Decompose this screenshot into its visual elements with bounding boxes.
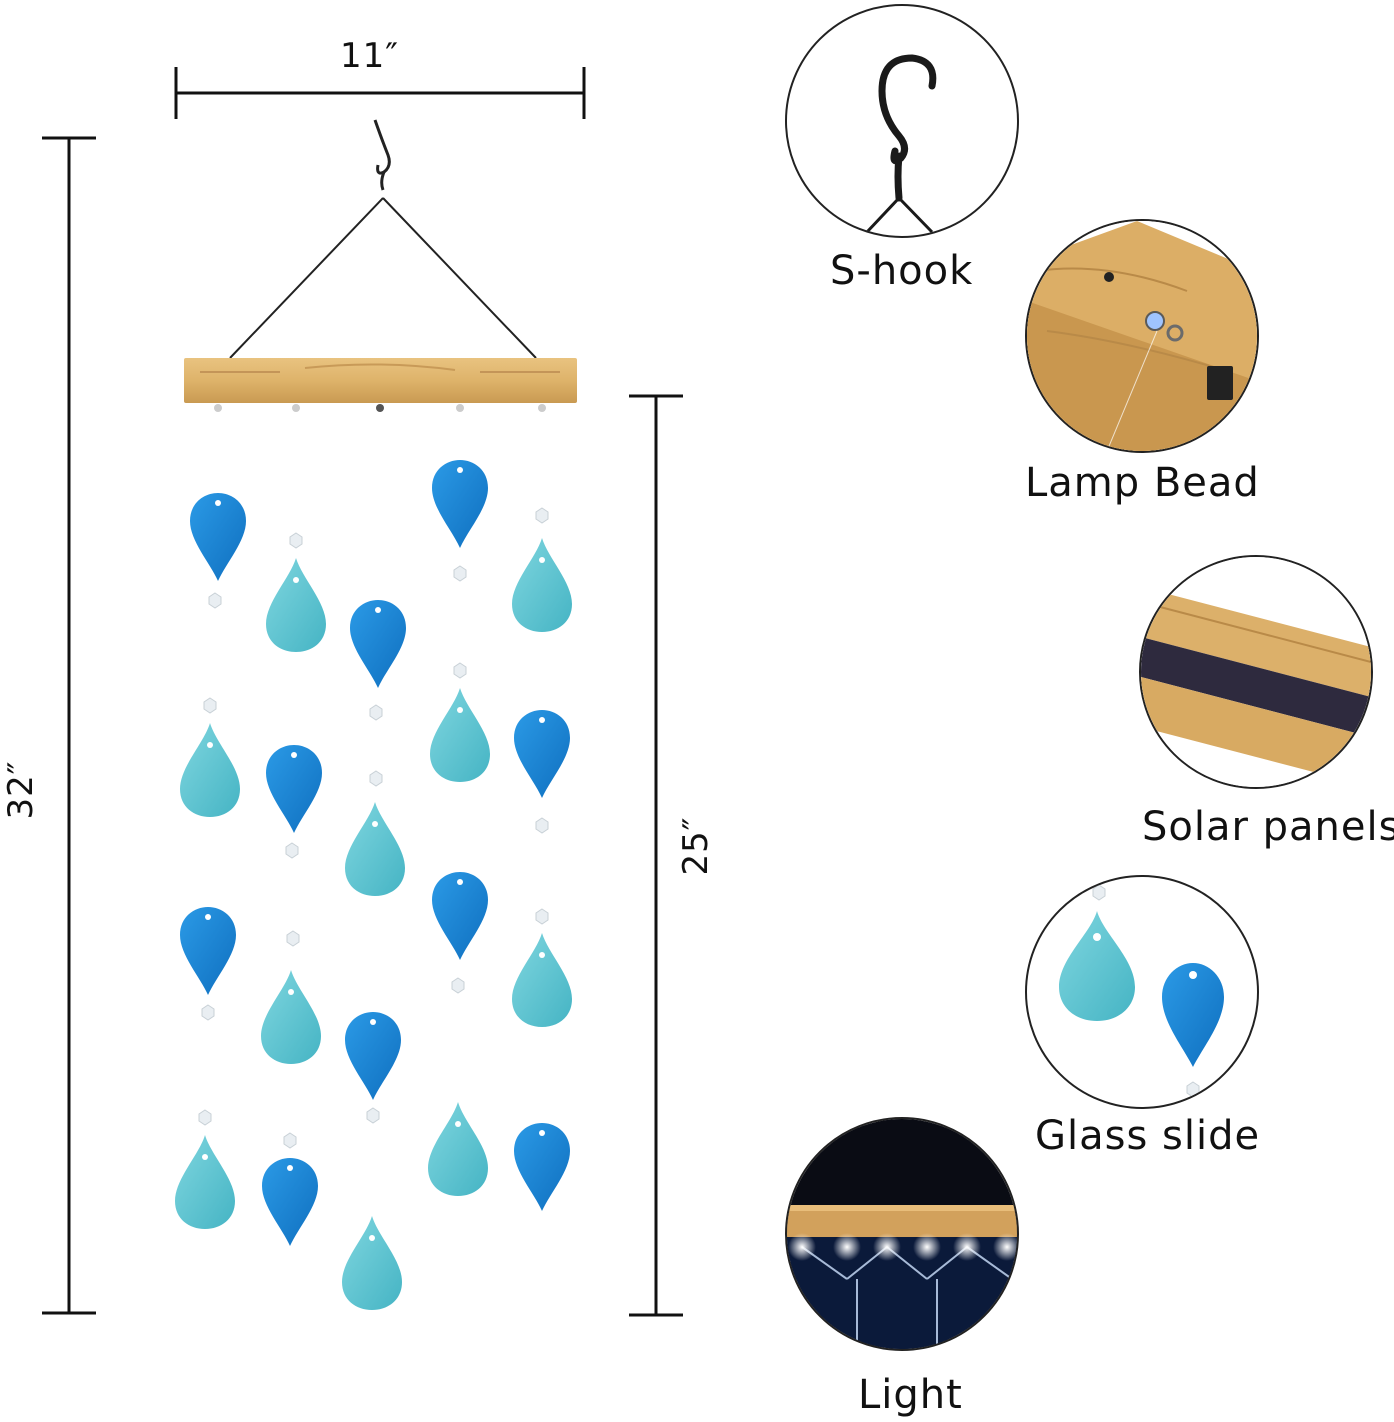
solar-panels-label: Solar panels	[1142, 804, 1394, 850]
glass-slide-detail	[1025, 875, 1259, 1109]
lamp-bead-label: Lamp Bead	[1025, 460, 1260, 506]
dimension-lines	[42, 67, 683, 1317]
lamp-bead-detail	[1025, 219, 1259, 453]
s-hook-label: S-hook	[830, 248, 974, 294]
drop-height-label: 25″	[676, 816, 716, 876]
solar-panels-detail	[1139, 555, 1373, 789]
glass-drops	[175, 460, 572, 1310]
light-detail	[785, 1117, 1019, 1351]
width-label: 11″	[340, 36, 399, 76]
wind-chime-hanger	[184, 119, 577, 412]
wood-bar	[184, 358, 577, 403]
glass-slide-label: Glass slide	[1035, 1113, 1261, 1159]
total-height-label: 32″	[1, 760, 41, 820]
light-label: Light	[858, 1372, 963, 1418]
s-hook-detail	[785, 4, 1019, 238]
